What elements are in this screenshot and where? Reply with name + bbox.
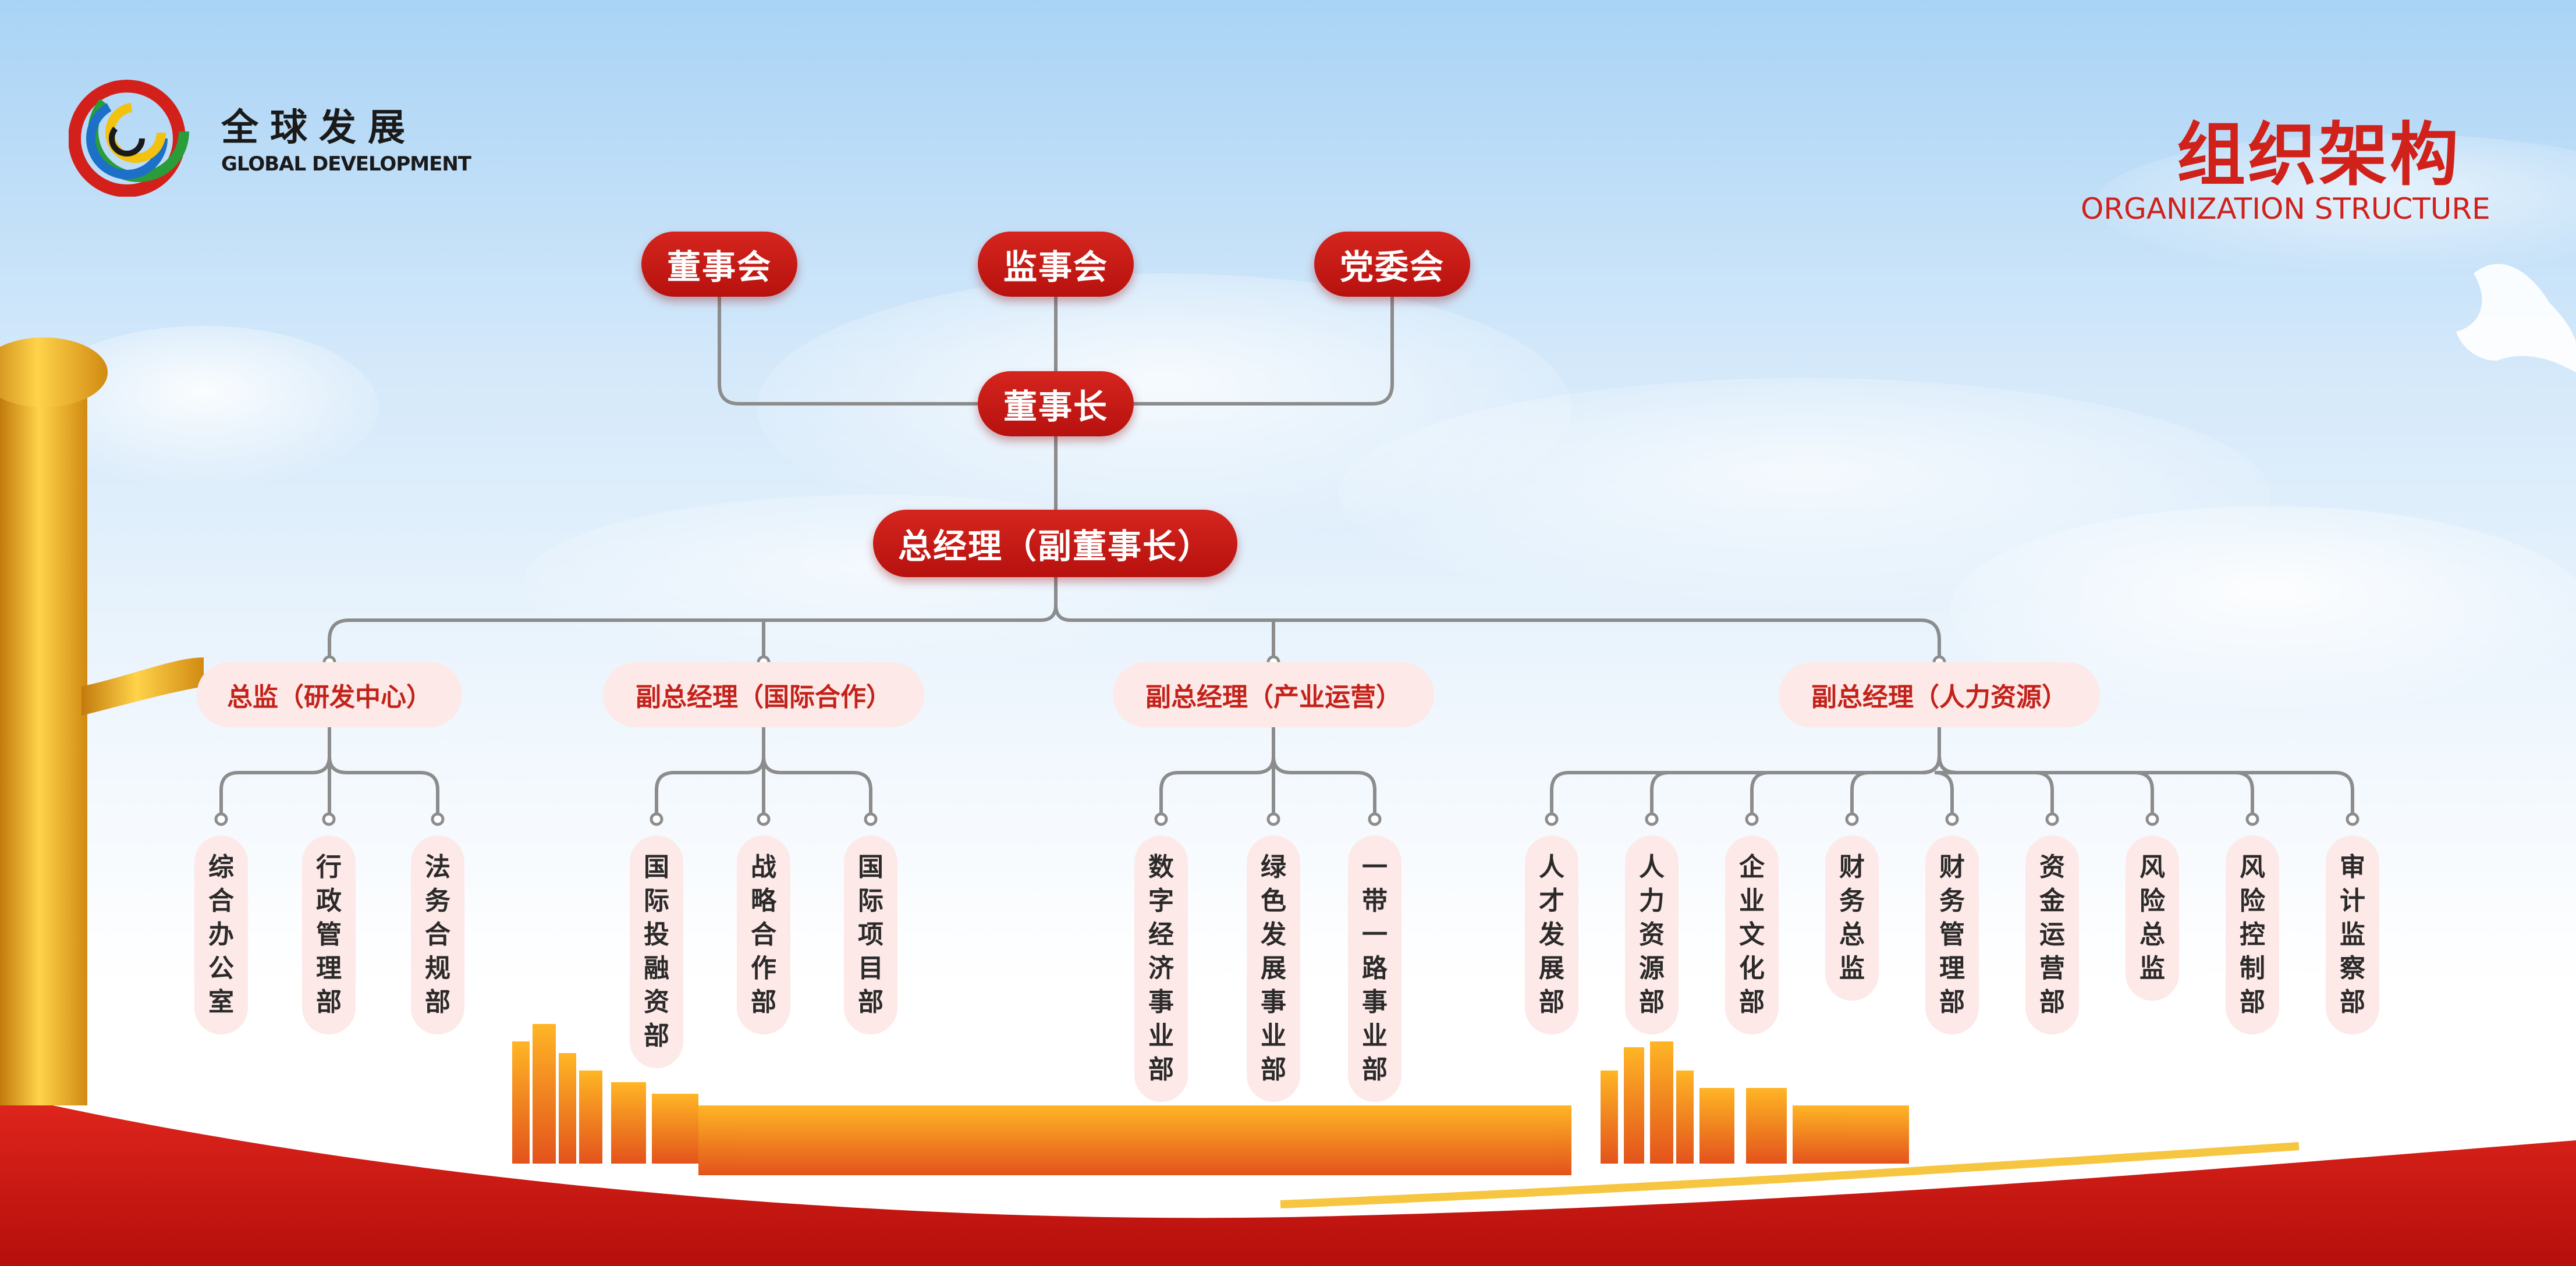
connector-dept [1750,756,1941,819]
page-title: 组织架构 [2177,115,2461,195]
connector-dot [1945,812,1959,826]
connector-dot [214,812,228,826]
connector-dot [1368,812,1382,826]
division-human-resources: 副总经理（人力资源） [1779,662,2100,727]
connector-dot [1845,812,1859,826]
chairman-box: 董事长 [978,371,1134,436]
connector-dept [1850,756,1941,819]
dept-box: 财务管理部 [1925,835,1979,1034]
dept-box: 综合办公室 [194,835,248,1034]
connector-dept [655,756,765,819]
ring-logo-icon [69,80,189,197]
logo-name-cn: 全球发展 [221,106,417,150]
connector-dot [1154,812,1168,826]
logo-name-en: GLOBAL DEVELOPMENT [221,152,471,176]
dept-box: 数字经济事业部 [1134,835,1188,1102]
dept-box: 一带一路事业部 [1348,835,1401,1102]
dept-box: 财务总监 [1825,835,1879,1001]
dept-box: 审计监察部 [2326,835,2379,1034]
dept-box: 资金运营部 [2025,835,2079,1034]
connector-dept [1938,756,2054,819]
board-of-directors-box: 董事会 [641,232,797,297]
division-intl-cooperation: 副总经理（国际合作） [603,662,924,727]
dept-box: 风险总监 [2126,835,2179,1001]
board-of-supervisors-box: 监事会 [978,232,1134,297]
connector-gm-div4 [1054,604,1941,662]
connector-dot [322,812,336,826]
connector-dot [650,812,663,826]
connector-dot [431,812,445,826]
dept-box: 国际项目部 [844,835,897,1034]
connector-dept [1938,756,2354,819]
dept-box: 国际投融资部 [630,835,683,1068]
connector-dot [1645,812,1659,826]
connector-dot [1545,812,1559,826]
dept-box: 企业文化部 [1725,835,1779,1034]
connector-party-committee [1134,297,1394,406]
connector-dept [1938,756,2254,819]
page-subtitle: ORGANIZATION STRUCTURE [2081,192,2490,226]
dept-box: 行政管理部 [302,835,356,1034]
connector-dept [219,756,331,819]
dept-box: 风险控制部 [2226,835,2279,1034]
connector-dot [757,812,771,826]
connector-dept [762,756,872,819]
dept-box: 人才发展部 [1525,835,1578,1034]
connector-dept [1938,756,2154,819]
connector-gm-div1 [328,577,1058,662]
dept-box: 人力资源部 [1625,835,1679,1034]
division-rd-center: 总监（研发中心） [197,662,462,727]
connector-dept [328,756,439,819]
connector-dot [2145,812,2159,826]
dept-box: 战略合作部 [737,835,790,1034]
connector-dept [1550,756,1941,819]
party-committee-box: 党委会 [1314,232,1470,297]
connector-dot [2045,812,2059,826]
connector-dept [1650,756,1941,819]
connector-dot [2245,812,2259,826]
connector-dept [1159,756,1275,819]
connector-dot [864,812,878,826]
division-industry-operations: 副总经理（产业运营） [1113,662,1434,727]
dept-box: 法务合规部 [411,835,464,1034]
dept-box: 绿色发展事业部 [1247,835,1300,1102]
connector-dot [1266,812,1280,826]
connector-dept [1272,756,1376,819]
connector-dot [2346,812,2359,826]
connector-board-directors [718,297,978,406]
general-manager-box: 总经理（副董事长） [873,510,1237,577]
connector-dot [1745,812,1759,826]
